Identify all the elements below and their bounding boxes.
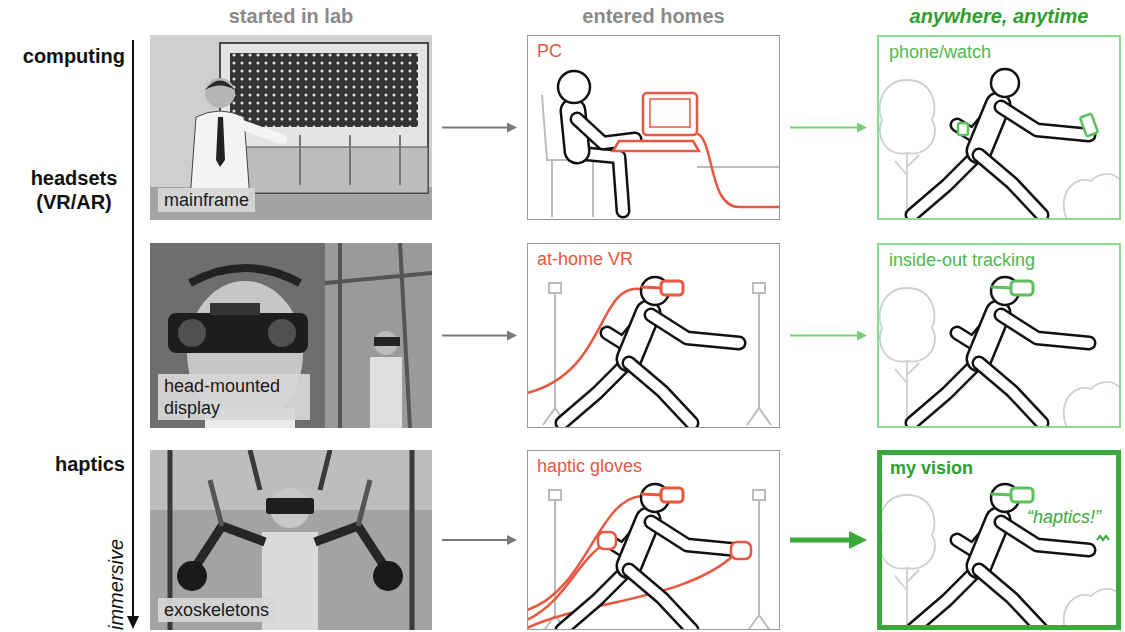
panel-label: phone/watch — [887, 41, 993, 63]
anywhere-panel: phone/watch — [877, 35, 1121, 220]
hmd-photo — [178, 319, 206, 347]
mainframe-photo — [150, 35, 432, 220]
hmd-photo — [325, 243, 432, 428]
row-heading: computing — [8, 44, 125, 68]
mobile-scene — [1080, 114, 1098, 137]
tracking-scene — [991, 281, 1033, 295]
column-heading: started in lab — [150, 4, 432, 28]
speech-text: “haptics!” — [1027, 506, 1101, 528]
vr-scene — [641, 281, 683, 295]
flow-arrow — [790, 127, 863, 129]
gloves-scene — [543, 490, 567, 630]
mainframe-photo — [205, 81, 235, 91]
pc-scene — [558, 71, 590, 103]
vision-scene — [880, 484, 1121, 630]
exoskeleton-photo — [210, 480, 370, 526]
mainframe-photo — [300, 135, 400, 185]
mainframe-photo — [230, 53, 418, 127]
axis-label: immersive — [104, 540, 128, 630]
panel-label: haptic gloves — [535, 455, 644, 477]
exoskeleton-photo — [150, 450, 432, 630]
photo-panel: mainframe — [150, 35, 432, 220]
vr-scene — [747, 283, 771, 425]
exoskeleton-photo — [192, 526, 388, 572]
hmd-photo — [325, 243, 432, 428]
mainframe-photo — [205, 78, 235, 108]
row-heading: haptics — [8, 452, 125, 476]
mainframe-photo — [220, 43, 428, 193]
mobile-scene — [912, 69, 1089, 215]
exoskeleton-photo — [373, 561, 403, 591]
pc-scene — [613, 141, 699, 151]
flow-arrow — [790, 538, 860, 543]
pc-scene — [697, 166, 780, 168]
panel-label: inside-out tracking — [887, 249, 1037, 271]
vr-scene — [562, 277, 739, 423]
pc-scene — [577, 119, 635, 143]
hmd-photo — [168, 313, 308, 353]
vr-scene — [527, 277, 771, 425]
flow-arrow — [442, 335, 513, 337]
home-panel: haptic gloves — [527, 450, 780, 630]
hmd-photo — [150, 243, 432, 428]
exoskeleton-photo — [150, 450, 432, 630]
pc-scene — [650, 99, 690, 127]
flow-arrow — [790, 335, 863, 337]
hmd-photo — [190, 268, 300, 283]
row-heading: headsets (VR/AR) — [18, 166, 130, 214]
panel-label: exoskeletons — [158, 598, 275, 622]
pc-scene — [542, 71, 780, 217]
exoskeleton-photo — [266, 498, 314, 514]
gloves-scene — [527, 484, 771, 630]
panel-label: head-mounted display — [158, 374, 310, 420]
hmd-photo — [268, 319, 296, 347]
hmd-photo — [150, 243, 432, 428]
vision-scene — [991, 488, 1033, 502]
axis-arrow — [132, 40, 134, 618]
axis-arrow — [127, 40, 139, 629]
tracking-scene — [912, 277, 1089, 423]
mobile-scene — [880, 69, 1121, 220]
pc-scene — [643, 93, 697, 135]
gloves-scene — [731, 542, 751, 559]
vr-scene — [543, 283, 567, 425]
axis-arrow — [127, 616, 139, 629]
pc-scene — [577, 119, 635, 143]
hmd-photo — [374, 337, 400, 346]
gloves-scene — [747, 490, 771, 630]
vision-scene — [1097, 536, 1109, 540]
gloves-scene — [562, 484, 739, 630]
mainframe-photo — [242, 125, 282, 139]
home-panel: at-home VR — [527, 243, 780, 428]
anywhere-panel: inside-out tracking — [877, 243, 1121, 428]
mainframe-photo — [216, 117, 225, 167]
flow-arrow — [442, 539, 513, 541]
mainframe-photo — [230, 53, 418, 127]
mainframe-photo — [220, 147, 428, 193]
photo-panel: head-mounted display — [150, 243, 432, 428]
panel-label: my vision — [888, 457, 975, 479]
mobile-scene — [958, 123, 968, 135]
panel-label: mainframe — [158, 188, 255, 212]
hmd-photo — [370, 357, 402, 428]
home-panel: PC — [527, 35, 780, 220]
hmd-photo — [210, 303, 260, 315]
column-heading: entered homes — [527, 4, 780, 28]
pc-scene — [695, 133, 780, 207]
panel-label: PC — [535, 40, 564, 62]
column-heading: anywhere, anytime — [877, 4, 1121, 28]
gloves-scene — [641, 488, 683, 502]
photo-panel: exoskeletons — [150, 450, 432, 630]
gloves-scene — [598, 532, 616, 549]
flow-arrow — [442, 127, 513, 129]
exoskeleton-photo — [177, 561, 207, 591]
mainframe-photo — [150, 35, 432, 220]
panel-label: at-home VR — [535, 248, 635, 270]
tracking-scene — [880, 277, 1121, 428]
vision-panel: my vision “haptics!” — [877, 450, 1121, 630]
